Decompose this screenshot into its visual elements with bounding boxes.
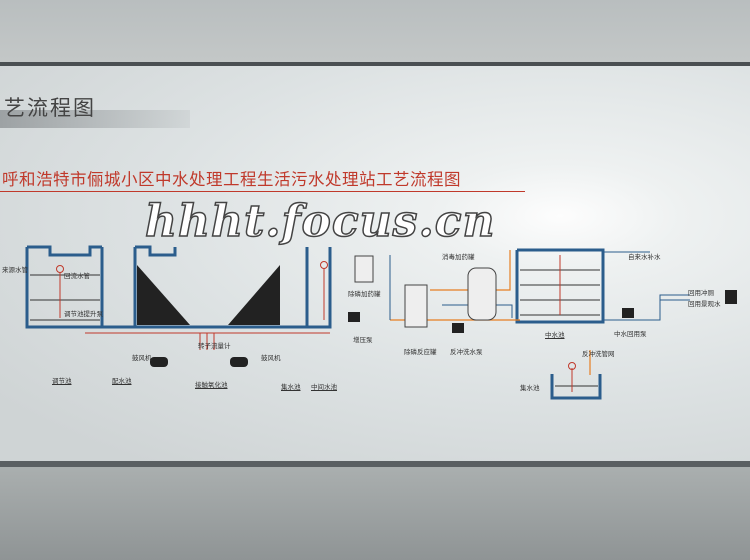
label-return: 回流水管: [64, 272, 90, 280]
label-contact-oxidation: 接触氧化池: [195, 381, 228, 389]
reclaimed-tank: [515, 248, 605, 324]
label-sump: 集水池: [520, 384, 540, 392]
label-reuse-pump: 中水回用泵: [614, 330, 647, 338]
tank-partitions: [100, 247, 309, 327]
label-distribution-tank: 配水池: [112, 377, 132, 385]
label-reuse-toilet: 回用冲厕: [688, 289, 714, 297]
filter-vessel: [467, 267, 497, 321]
label-flowmeter: 转子流量计: [198, 342, 231, 350]
label-blower-left: 鼓风机: [132, 354, 152, 362]
label-lift-pump: 调节池提升泵: [64, 310, 103, 318]
watermark: hhht.focus.cn: [144, 196, 496, 247]
p-dosing-tank: [354, 255, 374, 283]
label-tap-makeup: 自来水补水: [628, 253, 661, 261]
label-booster-pump: 增压泵: [353, 336, 373, 344]
label-reclaimed-tank: 中水池: [545, 331, 565, 339]
display-board: [0, 62, 750, 467]
label-backwash-pipe: 反冲洗管网: [582, 350, 615, 358]
tank-top: [27, 245, 177, 257]
label-collecting-tank: 集水池: [281, 383, 301, 391]
label-p-dosing: 除磷加药罐: [348, 290, 381, 298]
label-disinfect-dosing: 消毒加药罐: [442, 253, 475, 261]
regulating-tank-wall: [25, 247, 332, 329]
label-regulating-tank: 调节池: [52, 377, 72, 385]
label-backwash-pump: 反冲洗水泵: [450, 348, 483, 356]
diagram-title: 呼和浩特市俪城小区中水处理工程生活污水处理站工艺流程图: [2, 170, 461, 189]
label-inlet: 来源水管: [2, 266, 28, 274]
p-reactor: [404, 284, 428, 328]
label-intermediate-tank: 中间水池: [311, 383, 337, 391]
header-banner: [0, 110, 190, 128]
filter-media: [137, 265, 280, 325]
label-p-reactor: 除磷反应罐: [404, 348, 437, 356]
board-subtitle: 艺流程图: [4, 96, 96, 120]
label-reuse-landscape: 回用景观水: [688, 300, 721, 308]
title-underline: [0, 191, 525, 192]
sump-tank: [550, 374, 602, 400]
label-blower-right: 鼓风机: [261, 354, 281, 362]
